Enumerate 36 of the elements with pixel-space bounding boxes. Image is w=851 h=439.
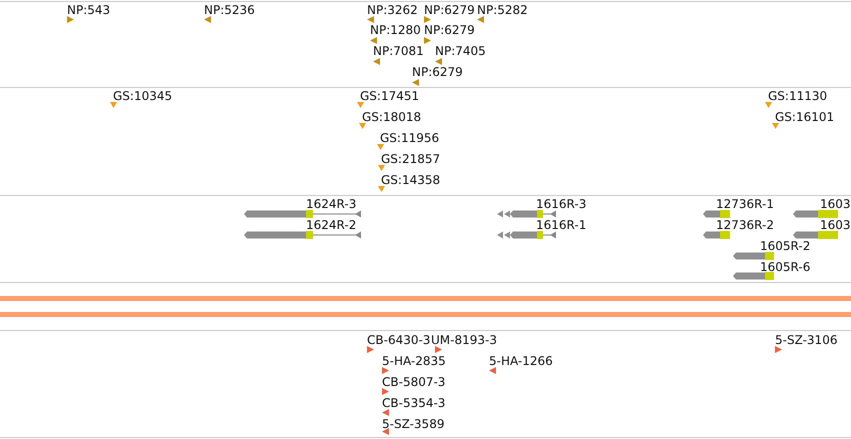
- feature-label: GS:21857: [381, 152, 440, 166]
- feature-label: NP:6279: [412, 65, 463, 79]
- feature-label: CB-6430-3: [367, 333, 430, 347]
- feature-label: NP:5282: [477, 3, 528, 17]
- feature-label: NP:543: [67, 3, 110, 17]
- feature-label: 12736R-1: [716, 197, 774, 211]
- feature-label: 5-SZ-3589: [382, 417, 444, 431]
- feature-label: 1603: [820, 218, 851, 232]
- feature-label: CB-5354-3: [382, 396, 446, 410]
- feature-label: 1605R-2: [760, 239, 810, 253]
- feature-label: NP:1280: [370, 23, 421, 37]
- feature-label: NP:3262: [367, 3, 418, 17]
- feature-label: GS:16101: [775, 110, 834, 124]
- feature-label: 1624R-2: [306, 218, 356, 232]
- feature-label: GS:17451: [360, 89, 420, 103]
- feature-label: CB-5807-3: [382, 375, 446, 389]
- feature-label: 5-HA-1266: [489, 354, 553, 368]
- feature-label: 1624R-3: [306, 197, 356, 211]
- feature-label: GS:14358: [381, 173, 440, 187]
- feature-label: NP:6279: [424, 3, 475, 17]
- feature-label: GS:11956: [380, 131, 440, 145]
- feature-label: 5-SZ-3106: [775, 333, 838, 347]
- feature-label: 1616R-3: [536, 197, 586, 211]
- feature-label: GS:18018: [362, 110, 422, 124]
- feature-label: NP:7081: [373, 44, 424, 58]
- feature-label: 5-HA-2835: [382, 354, 446, 368]
- feature-label: GS:11130: [768, 89, 828, 103]
- feature-label: 1605R-6: [760, 260, 810, 274]
- feature-label: UM-8193-3: [431, 333, 497, 347]
- feature-label: 1603: [820, 197, 851, 211]
- feature-label: NP:5236: [204, 3, 255, 17]
- feature-label: NP:6279: [424, 23, 475, 37]
- feature-label: 12736R-2: [716, 218, 774, 232]
- feature-label: NP:7405: [435, 44, 486, 58]
- feature-label: GS:10345: [113, 89, 172, 103]
- feature-label: 1616R-1: [536, 218, 586, 232]
